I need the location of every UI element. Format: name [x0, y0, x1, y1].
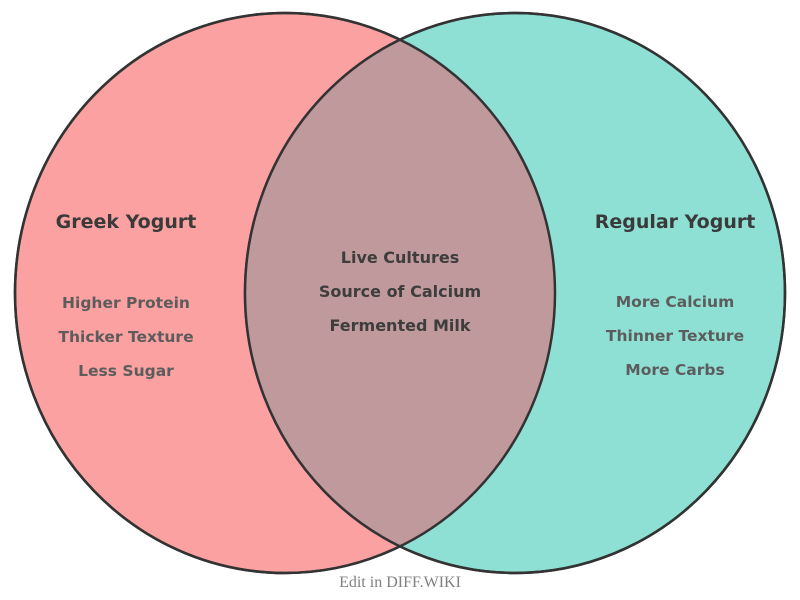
edit-watermark-link[interactable]: Edit in DIFF.WIKI	[339, 574, 461, 591]
shared-items: Live Cultures Source of Calcium Fermente…	[319, 241, 481, 343]
shared-item: Fermented Milk	[329, 316, 471, 335]
shared-item: Source of Calcium	[318, 282, 482, 301]
right-item: Thinner Texture	[605, 327, 745, 345]
right-set-items: More Calcium Thinner Texture More Carbs	[606, 285, 744, 387]
left-item: Less Sugar	[78, 362, 174, 380]
right-circle-outline	[243, 11, 787, 575]
left-set-title: Greek Yogurt	[55, 211, 197, 233]
overlap-region	[245, 39, 555, 547]
left-circle-outline	[13, 11, 557, 575]
left-item: Thicker Texture	[58, 328, 194, 346]
shared-item: Live Cultures	[340, 248, 460, 267]
right-set-title: Regular Yogurt	[594, 211, 756, 233]
right-item: More Carbs	[625, 361, 725, 379]
left-item: Higher Protein	[62, 294, 190, 312]
left-set-items: Higher Protein Thicker Texture Less Suga…	[58, 286, 193, 388]
right-item: More Calcium	[615, 293, 735, 311]
